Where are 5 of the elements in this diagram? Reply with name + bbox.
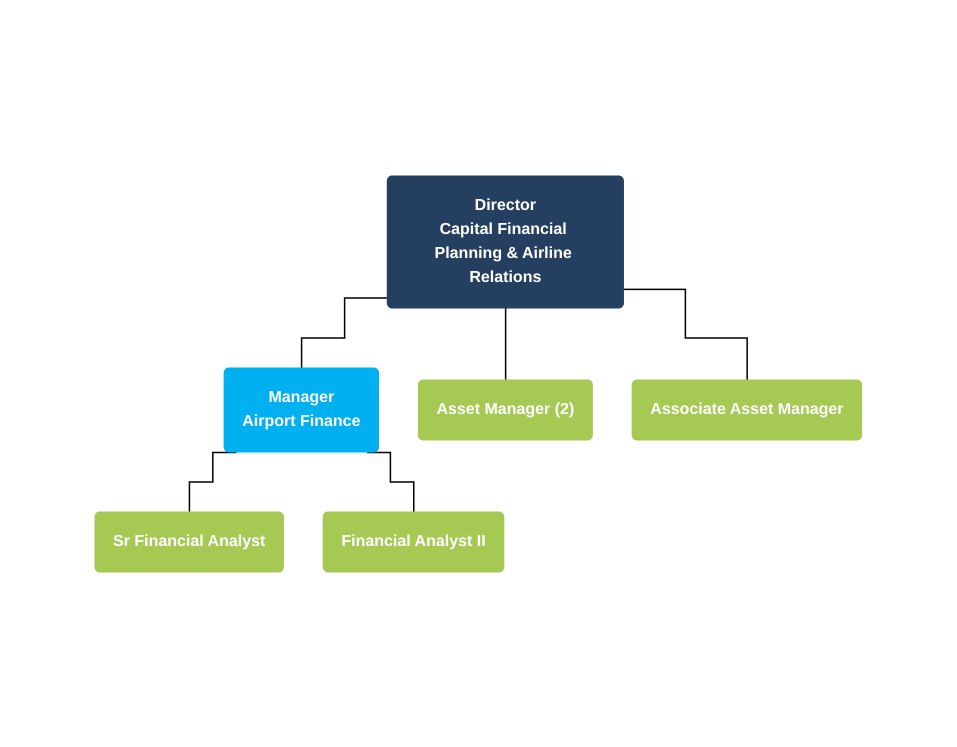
- connector: [624, 288, 748, 381]
- connector: [505, 307, 507, 381]
- connector: [368, 451, 415, 513]
- connector: [301, 296, 388, 369]
- connector: [188, 451, 237, 513]
